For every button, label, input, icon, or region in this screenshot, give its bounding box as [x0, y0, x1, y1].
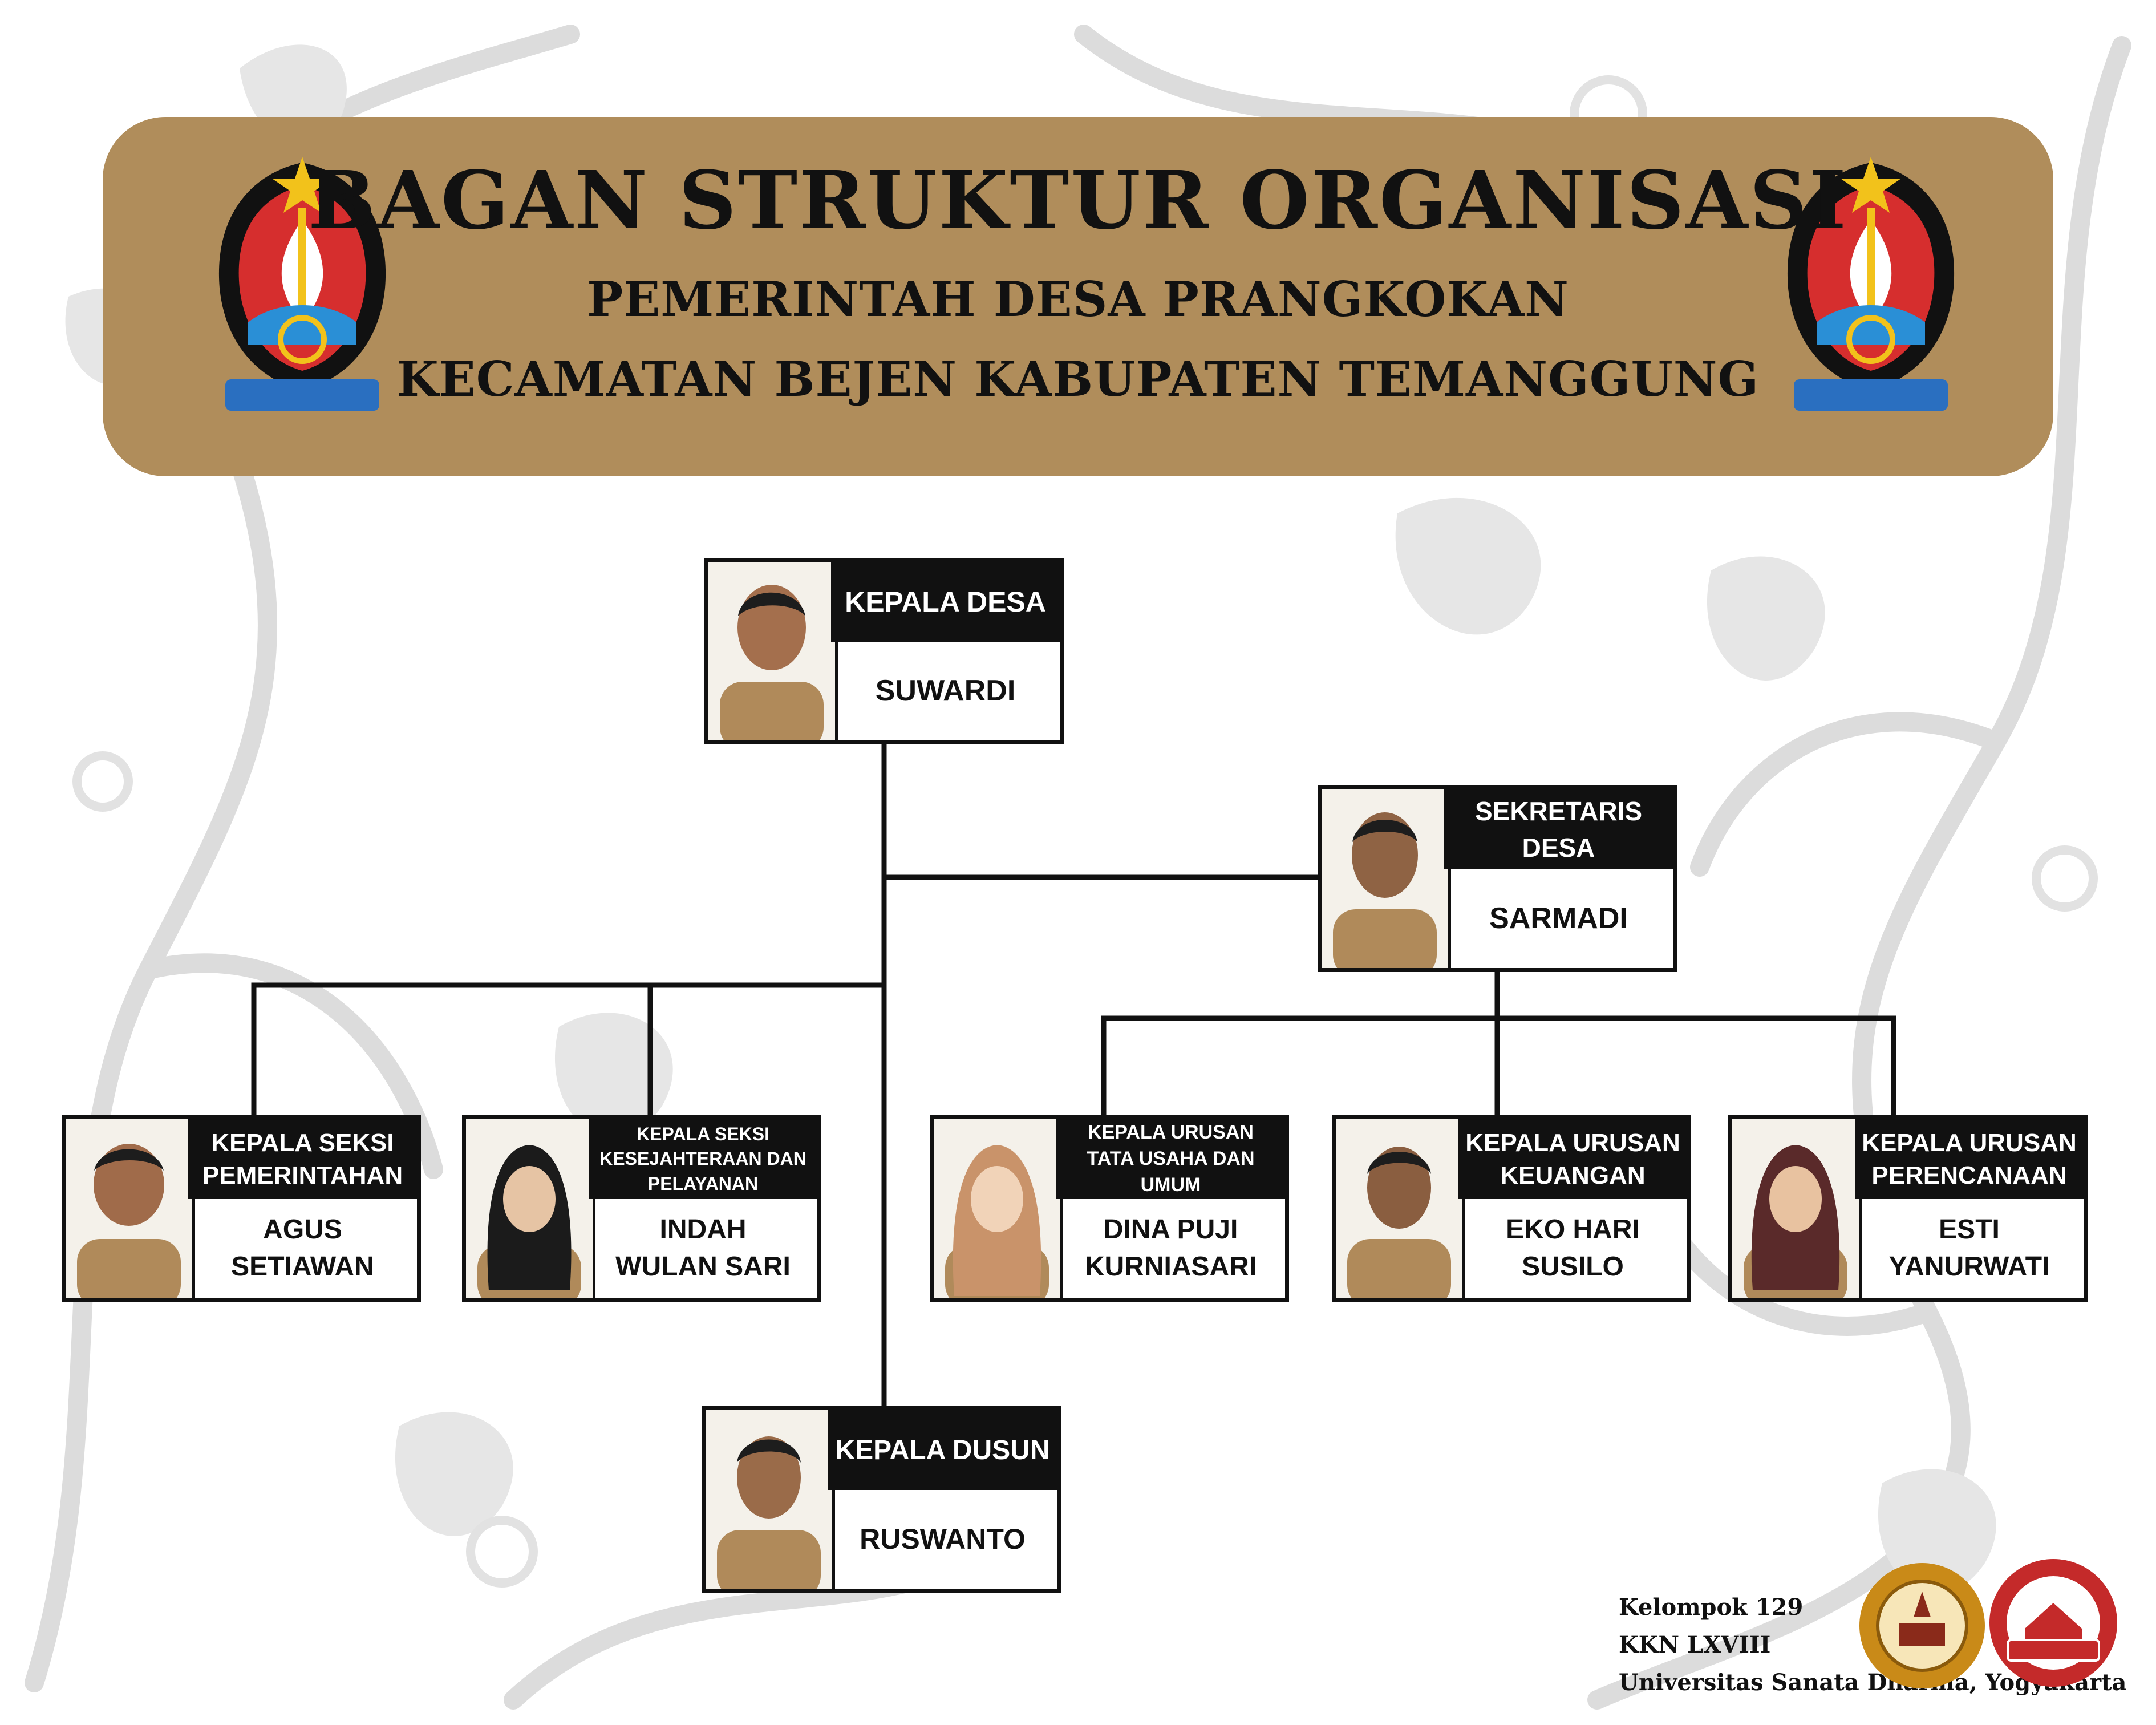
footer-group: Kelompok 129 — [1619, 1594, 1804, 1621]
photo-kepala-urusan-tu — [934, 1119, 1063, 1298]
subtitle-village: PEMERINTAH DESA PRANGKOKAN — [587, 271, 1569, 327]
role-label: KEPALA DESA — [831, 562, 1060, 642]
role-label: KEPALA SEKSI KESEJAHTERAAN DAN PELAYANAN — [589, 1119, 817, 1199]
role-label: KEPALA DUSUN — [828, 1410, 1057, 1490]
footer-program: KKN LXVIII — [1619, 1631, 1771, 1658]
name-label: SUWARDI — [875, 674, 1016, 708]
kkn-prangkokan-logo — [1989, 1559, 2117, 1687]
role-label: KEPALA URUSAN PERENCANAAN — [1855, 1119, 2084, 1199]
page-title: BAGAN STRUKTUR ORGANISASI — [308, 154, 1848, 248]
temanggung-emblem-right — [1787, 157, 1955, 411]
card-sekretaris-desa: SEKRETARIS DESA SARMADI — [1318, 785, 1677, 972]
role-label: KEPALA SEKSI PEMERINTAHAN — [188, 1119, 417, 1199]
card-kepala-seksi-kesejahteraan: KEPALA SEKSI KESEJAHTERAAN DAN PELAYANAN… — [462, 1115, 821, 1302]
role-label: KEPALA URUSAN TATA USAHA DAN UMUM — [1056, 1119, 1285, 1199]
photo-sekretaris-desa — [1322, 789, 1451, 968]
name-label: INDAH WULAN SARI — [615, 1214, 791, 1282]
name-label: AGUS SETIAWAN — [231, 1214, 374, 1282]
card-kepala-seksi-pemerintahan: KEPALA SEKSI PEMERINTAHAN AGUS SETIAWAN — [62, 1115, 421, 1302]
card-kepala-desa: KEPALA DESA SUWARDI — [704, 558, 1064, 744]
photo-kepala-urusan-keuangan — [1336, 1119, 1465, 1298]
subtitle-district: KECAMATAN BEJEN KABUPATEN TEMANGGUNG — [396, 351, 1760, 407]
header-banner — [103, 117, 2053, 476]
name-label: RUSWANTO — [860, 1522, 1026, 1555]
name-label: DINA PUJI KURNIASARI — [1084, 1214, 1257, 1282]
card-kepala-dusun: KEPALA DUSUN RUSWANTO — [702, 1406, 1061, 1593]
card-kepala-urusan-tu: KEPALA URUSAN TATA USAHA DAN UMUM DINA P… — [930, 1115, 1289, 1302]
card-kepala-urusan-perencanaan: KEPALA URUSAN PERENCANAAN ESTI YANURWATI — [1728, 1115, 2088, 1302]
photo-kepala-dusun — [706, 1410, 835, 1589]
photo-kepala-seksi-kesejahteraan — [466, 1119, 595, 1298]
photo-kepala-seksi-pemerintahan — [66, 1119, 195, 1298]
role-label: SEKRETARIS DESA — [1444, 789, 1673, 869]
temanggung-emblem-left — [218, 157, 386, 411]
photo-kepala-desa — [708, 562, 838, 740]
card-kepala-urusan-keuangan: KEPALA URUSAN KEUANGAN EKO HARI SUSILO — [1332, 1115, 1691, 1302]
role-label: KEPALA URUSAN KEUANGAN — [1458, 1119, 1687, 1199]
name-label: EKO HARI SUSILO — [1506, 1214, 1640, 1282]
photo-kepala-urusan-perencanaan — [1732, 1119, 1862, 1298]
name-label: ESTI YANURWATI — [1888, 1214, 2050, 1282]
usd-university-logo — [1859, 1563, 1985, 1688]
name-label: SARMADI — [1489, 902, 1628, 936]
